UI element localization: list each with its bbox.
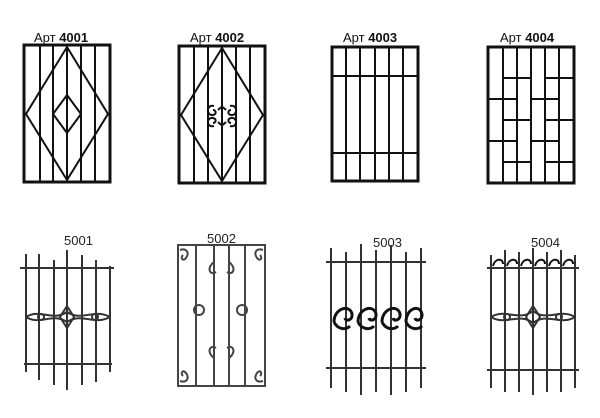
label-5003: 5003	[373, 235, 402, 250]
label-4001: Арт 4001	[34, 30, 89, 45]
grille-5003	[326, 244, 426, 395]
grille-4002	[177, 44, 267, 185]
grille-4003	[330, 45, 420, 183]
grille-4001	[22, 43, 112, 184]
label-5001: 5001	[64, 233, 93, 248]
grille-5002	[177, 244, 266, 387]
label-4003: Арт 4003	[343, 30, 398, 45]
label-4004: Арт 4004	[500, 30, 555, 45]
label-5004: 5004	[531, 235, 560, 250]
grille-5001	[20, 250, 114, 390]
grille-5004	[487, 248, 579, 395]
label-4002: Арт 4002	[190, 30, 245, 45]
label-5002: 5002	[207, 231, 236, 246]
grille-4004	[486, 45, 576, 185]
ornament-4002	[206, 104, 238, 128]
